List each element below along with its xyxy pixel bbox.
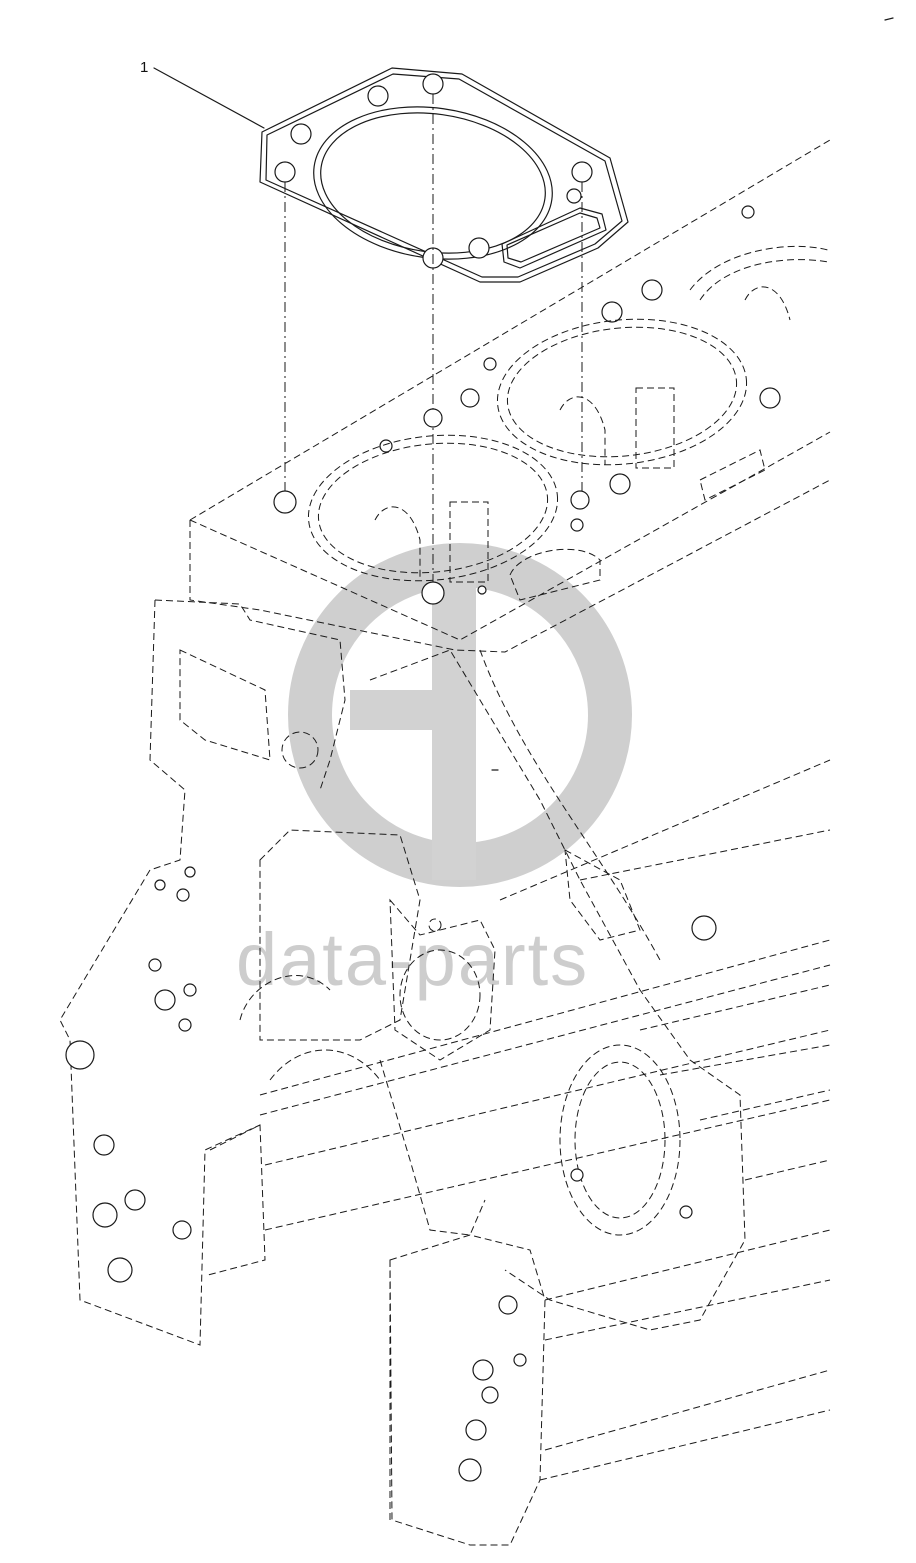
engine-block (59, 17, 894, 1546)
watermark-logo (288, 543, 632, 887)
callout-1: 1 (140, 59, 265, 129)
alignment-lines (284, 94, 583, 590)
watermark-text: data-parts (236, 918, 589, 1001)
cylinder-head-gasket (259, 67, 629, 283)
callout-label: 1 (140, 59, 148, 76)
